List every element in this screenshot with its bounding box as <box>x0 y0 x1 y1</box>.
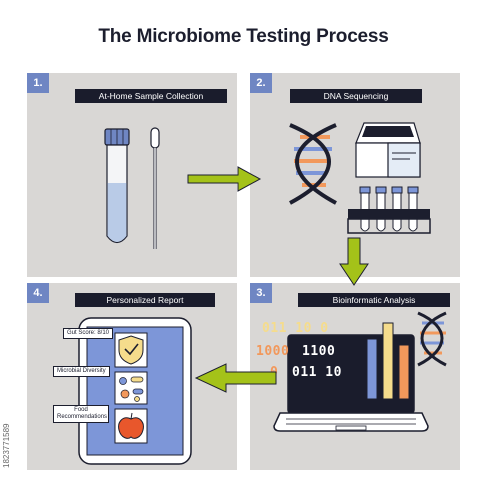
step-label: Personalized Report <box>75 293 215 307</box>
binary-line-3b: 011 10 <box>292 365 342 380</box>
gut-score-tag: Gut Score: 8/10 <box>63 328 114 339</box>
binary-line-2b: 1100 <box>302 344 336 359</box>
binary-line-3a: 0 <box>270 365 279 380</box>
step-label: Bioinformatic Analysis <box>298 293 450 307</box>
test-tube-rack-icon <box>347 186 431 234</box>
apple-icon <box>114 408 148 444</box>
test-tube-icon <box>104 128 130 244</box>
bar-graph-icon <box>366 322 410 400</box>
laptop-analysis-illustration <box>273 311 447 432</box>
step-number: 2. <box>250 73 272 93</box>
stock-id-label: 1823771589 <box>2 423 11 469</box>
step-number: 3. <box>250 283 272 303</box>
shield-check-icon <box>114 332 148 368</box>
step-number: 1. <box>27 73 49 93</box>
dna-helix-icon <box>289 123 337 205</box>
step-label: At-Home Sample Collection <box>75 89 227 103</box>
food-recommendations-tag: Food Recommendations <box>53 405 109 423</box>
step-label: DNA Sequencing <box>290 89 422 103</box>
dna-helix-icon <box>417 311 447 367</box>
sample-tube-swab-illustration <box>104 127 160 249</box>
swab-icon <box>150 127 160 249</box>
panel-personalized-report: 4. Personalized Report Gut Score: 8/10 M… <box>27 283 237 470</box>
panel-dna-sequencing: 2. DNA Sequencing <box>250 73 460 277</box>
binary-line-2a: 1000 <box>256 344 290 359</box>
microbes-icon <box>114 371 148 405</box>
panel-sample-collection: 1. At-Home Sample Collection <box>27 73 237 277</box>
phone-report-illustration <box>78 317 192 465</box>
page-title: The Microbiome Testing Process <box>98 26 389 47</box>
sequencing-illustration <box>289 122 431 234</box>
microbial-diversity-tag: Microbial Diversity <box>53 366 110 377</box>
step-number: 4. <box>27 283 49 303</box>
panel-bioinformatic-analysis: 3. Bioinformatic Analysis 011 10 0 1000 … <box>250 283 460 470</box>
sequencer-machine-icon <box>355 122 421 178</box>
binary-line-1: 011 10 0 <box>262 321 329 336</box>
